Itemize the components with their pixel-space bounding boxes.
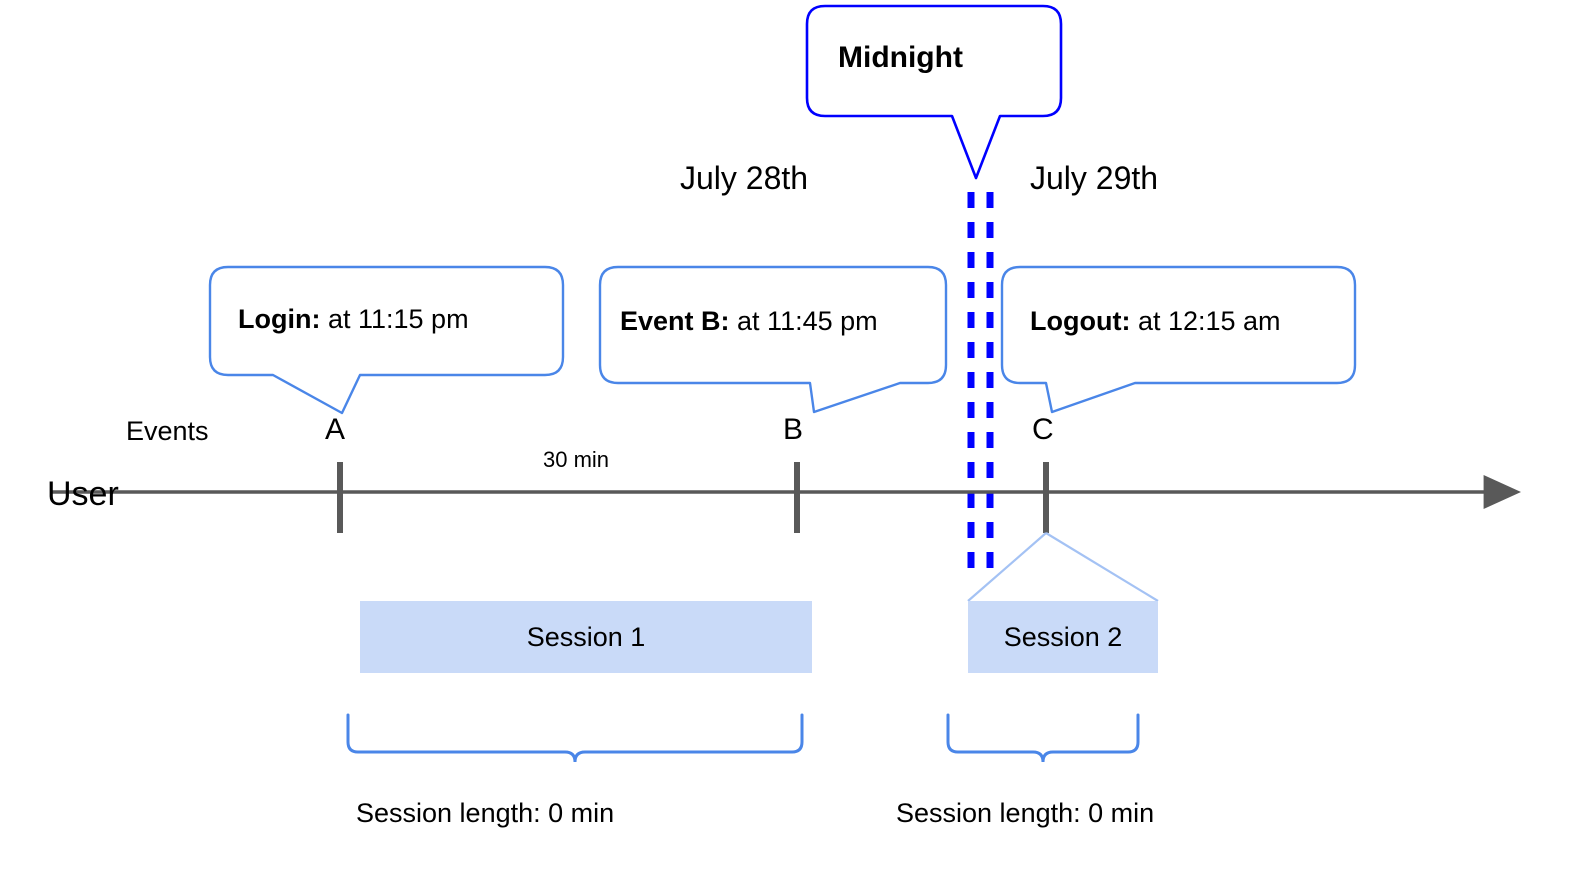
session-2-brace bbox=[946, 713, 1140, 763]
interval-label-30min: 30 min bbox=[543, 447, 610, 472]
login-callout-rest: at 11:15 pm bbox=[320, 304, 469, 334]
date-label-july-29: July 29th bbox=[1030, 160, 1159, 196]
event-b-callout-shape bbox=[598, 265, 948, 414]
midnight-divider-lines bbox=[967, 192, 994, 580]
event-marker-b: B bbox=[783, 413, 804, 446]
event-b-callout-rest: at 11:45 pm bbox=[729, 306, 878, 336]
event-b-callout-bold: Event B: bbox=[620, 306, 730, 336]
login-callout-bold: Login: bbox=[238, 304, 321, 334]
login-callout-shape bbox=[208, 265, 565, 415]
row-label-events: Events bbox=[126, 416, 209, 446]
session-1-label: Session 1 bbox=[526, 621, 646, 652]
date-label-july-28: July 28th bbox=[680, 160, 809, 196]
session-1-length-label: Session length: 0 min bbox=[356, 798, 615, 828]
session-2-length-label: Session length: 0 min bbox=[896, 798, 1155, 828]
session-1-brace bbox=[346, 713, 804, 763]
event-marker-a: A bbox=[325, 413, 346, 446]
event-marker-c: C bbox=[1032, 413, 1054, 446]
login-callout-label: Login: at 11:15 pm bbox=[238, 306, 469, 333]
logout-callout-shape bbox=[1000, 265, 1357, 414]
session-1-bar: Session 1 bbox=[360, 601, 812, 673]
row-label-user: User bbox=[47, 475, 119, 513]
event-tick-marks bbox=[337, 462, 1049, 533]
midnight-callout-label: Midnight bbox=[838, 41, 963, 74]
session-2-bar: Session 2 bbox=[968, 601, 1158, 673]
logout-callout-rest: at 12:15 am bbox=[1130, 306, 1281, 336]
logout-callout-label: Logout: at 12:15 am bbox=[1030, 308, 1281, 335]
logout-callout-bold: Logout: bbox=[1030, 306, 1131, 336]
session-2-label: Session 2 bbox=[1003, 621, 1123, 652]
event-b-callout-label: Event B: at 11:45 pm bbox=[620, 308, 878, 335]
session-2-funnel bbox=[967, 532, 1159, 602]
midnight-callout-shape bbox=[805, 4, 1063, 180]
